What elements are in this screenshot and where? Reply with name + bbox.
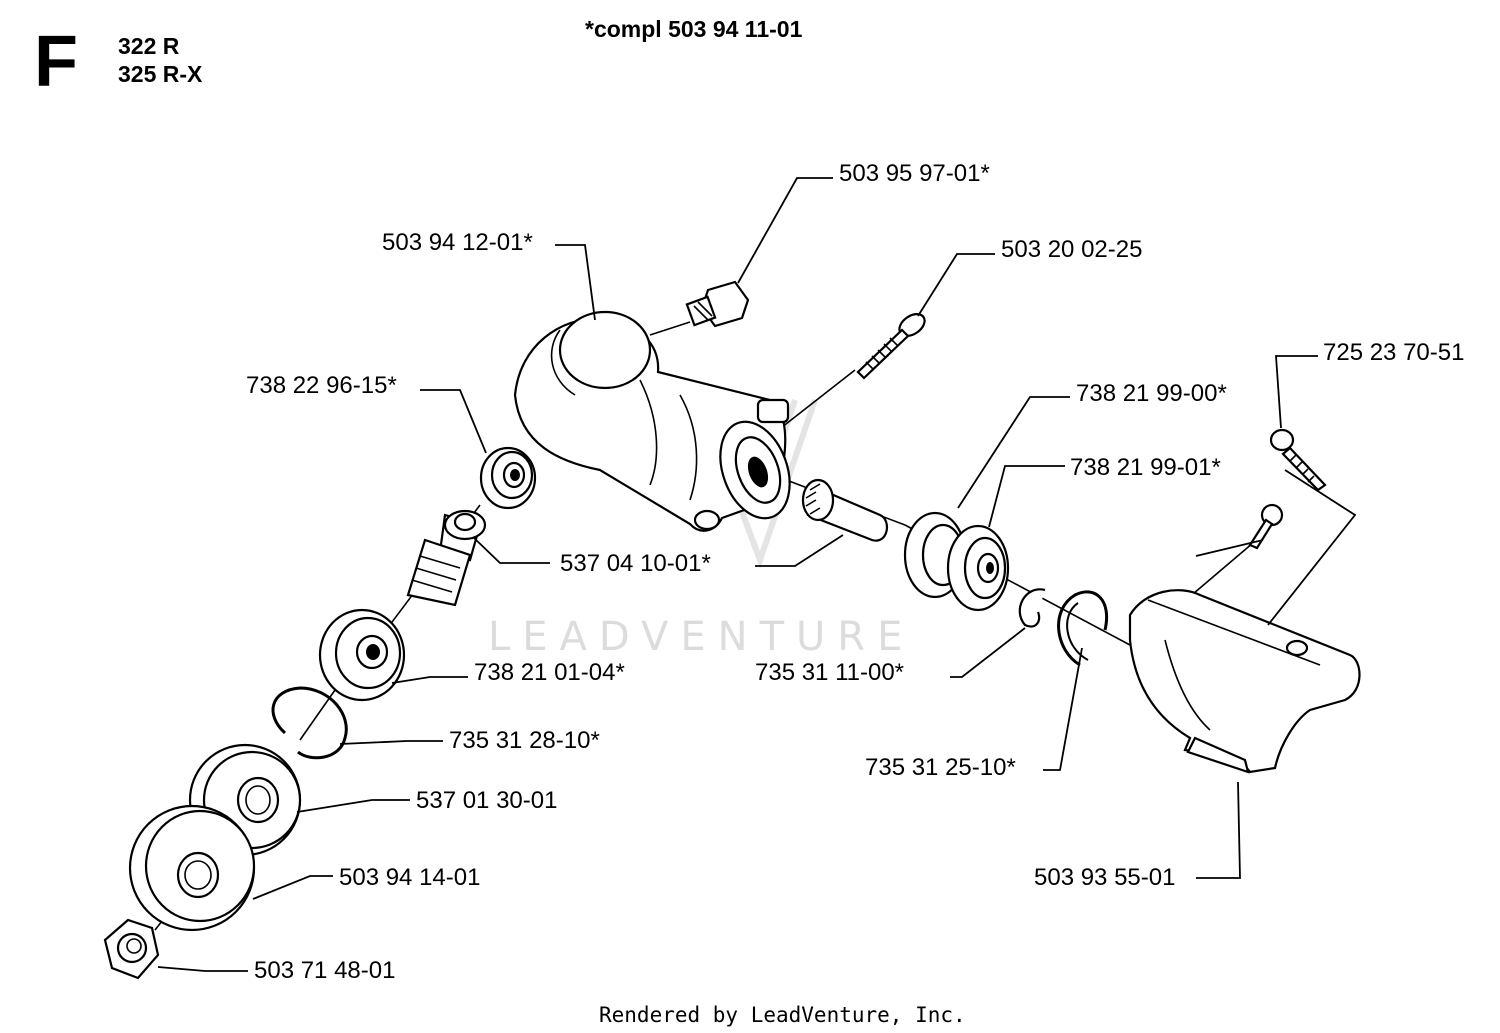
blade-nut [103,918,160,980]
part-label-735-31-28-10: 735 31 28-10* [449,727,600,754]
outer-flange [128,804,256,932]
part-label-738-21-99-01: 738 21 99-01* [1070,454,1221,481]
part-label-735-31-25-10: 735 31 25-10* [865,754,1016,781]
part-label-503-94-14-01: 503 94 14-01 [339,864,480,891]
large-bearing [318,608,406,702]
watermark-text: LEADVENTURE [488,614,914,660]
gear-housing [513,310,791,532]
part-label-537-01-30-01: 537 01 30-01 [416,787,557,814]
part-label-503-93-55-01: 503 93 55-01 [1034,864,1175,891]
part-label-503-94-12-01: 503 94 12-01* [382,229,533,256]
housing-bolt [685,280,750,328]
part-label-738-22-96-15: 738 22 96-15* [246,372,397,399]
large-circlip [271,686,348,760]
shaft-guard [1128,589,1361,774]
small-circlip [1018,588,1046,628]
part-label-738-21-99-00: 738 21 99-00* [1076,380,1227,407]
bevel-gear-shaft-left [406,509,487,607]
part-label-503-20-02-25: 503 20 02-25 [1001,236,1142,263]
part-label-725-23-70-51: 725 23 70-51 [1323,339,1464,366]
part-label-537-04-10-01: 537 04 10-01* [560,550,711,577]
bearing-pair [903,511,1010,612]
bevel-gear-shaft-right [801,478,889,542]
section-letter: F [34,22,78,102]
part-label-738-21-01-04: 738 21 01-04* [474,659,625,686]
leader-lines [157,177,1357,972]
retaining-ring [1057,590,1108,667]
guard-screw-upper [1269,428,1327,492]
model-label-1: 322 R [118,33,180,59]
part-label-735-31-11-00: 735 31 11-00* [755,659,904,686]
long-screw [856,312,926,380]
part-label-503-71-48-01: 503 71 48-01 [254,957,395,984]
part-label-503-95-97-01: 503 95 97-01* [839,160,990,187]
model-label-2: 325 R-X [118,61,203,87]
small-bearing [479,446,537,510]
assembly-note: *compl 503 94 11-01 [585,16,803,42]
part-labels: 503 95 97-01* 503 94 12-01* 503 20 02-25… [246,160,1464,984]
footer-credit: Rendered by LeadVenture, Inc. [599,1003,966,1027]
